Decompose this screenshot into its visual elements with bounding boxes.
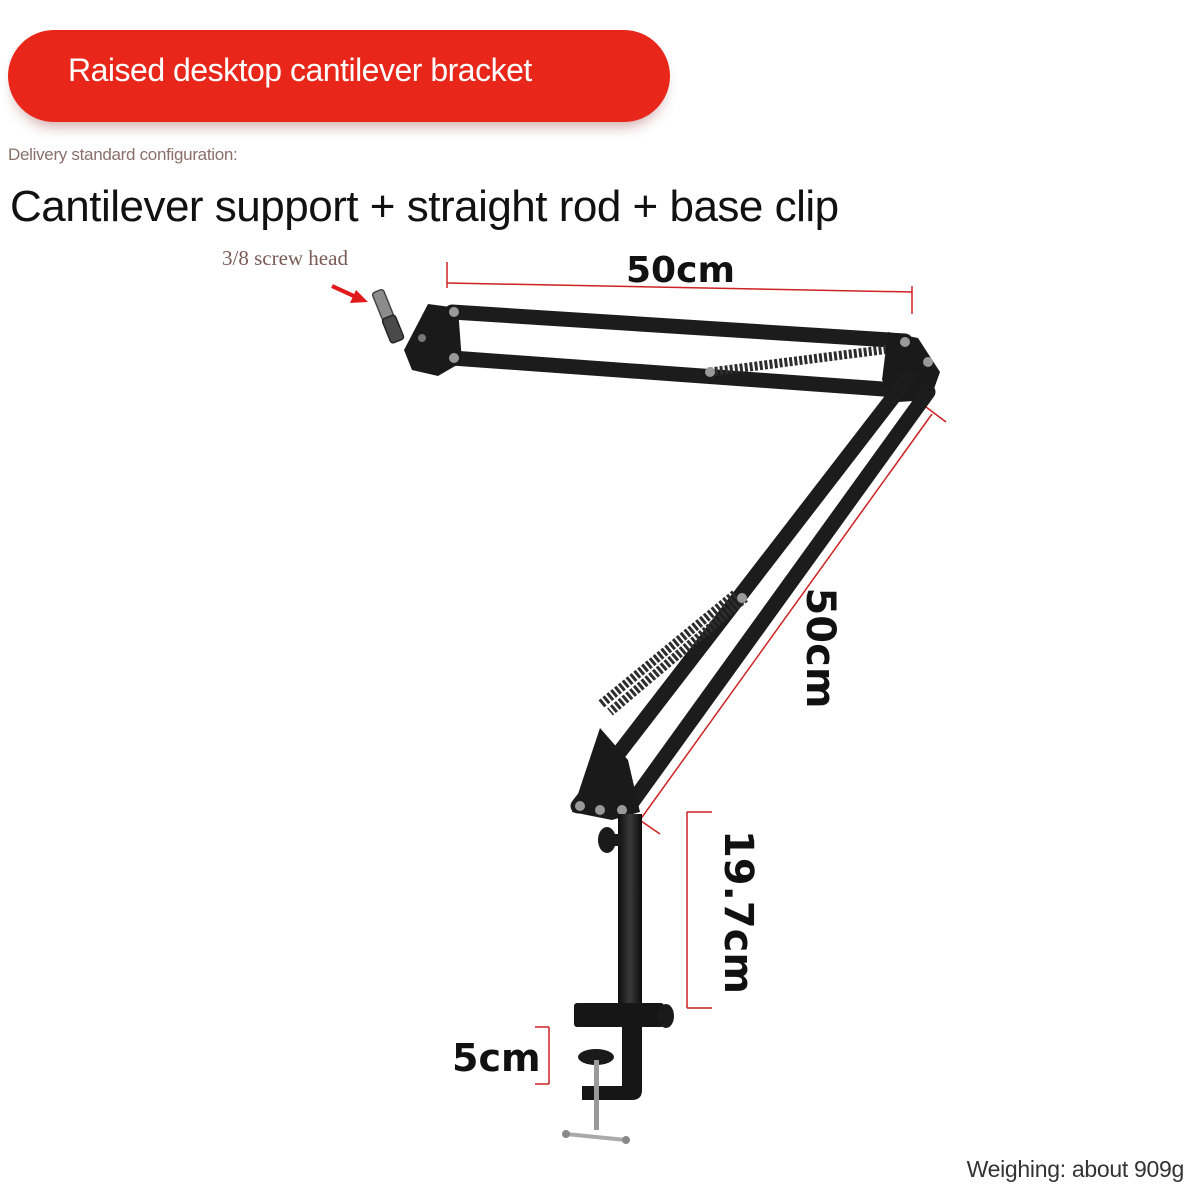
pole (598, 814, 642, 1014)
screw-head (371, 288, 405, 344)
dimension-top-arm: 50cm (626, 250, 735, 291)
banner-title: Raised desktop cantilever bracket (68, 52, 532, 88)
upper-arm (444, 304, 933, 400)
dimension-clamp-opening: 5cm (452, 1036, 541, 1080)
arrow-icon (331, 284, 368, 303)
title-banner (8, 30, 670, 122)
delivery-label: Delivery standard configuration: (8, 145, 238, 164)
dimension-line-top (446, 262, 913, 314)
dimension-line-diagonal (627, 403, 947, 835)
dimension-line-vertical (686, 811, 712, 1009)
head-bracket (404, 304, 462, 376)
weight-label: Weighing: about 909g (966, 1156, 1185, 1182)
configuration-text: Cantilever support + straight rod + base… (10, 182, 839, 231)
dimension-lower-arm: 50cm (797, 587, 843, 709)
dimension-pole-height: 19.7cm (715, 829, 761, 995)
base-joint (572, 728, 640, 820)
dimension-line-clamp (535, 1026, 550, 1085)
lower-arm (570, 370, 936, 816)
screw-head-label: 3/8 screw head (222, 246, 348, 270)
desk-clamp (562, 1003, 674, 1144)
